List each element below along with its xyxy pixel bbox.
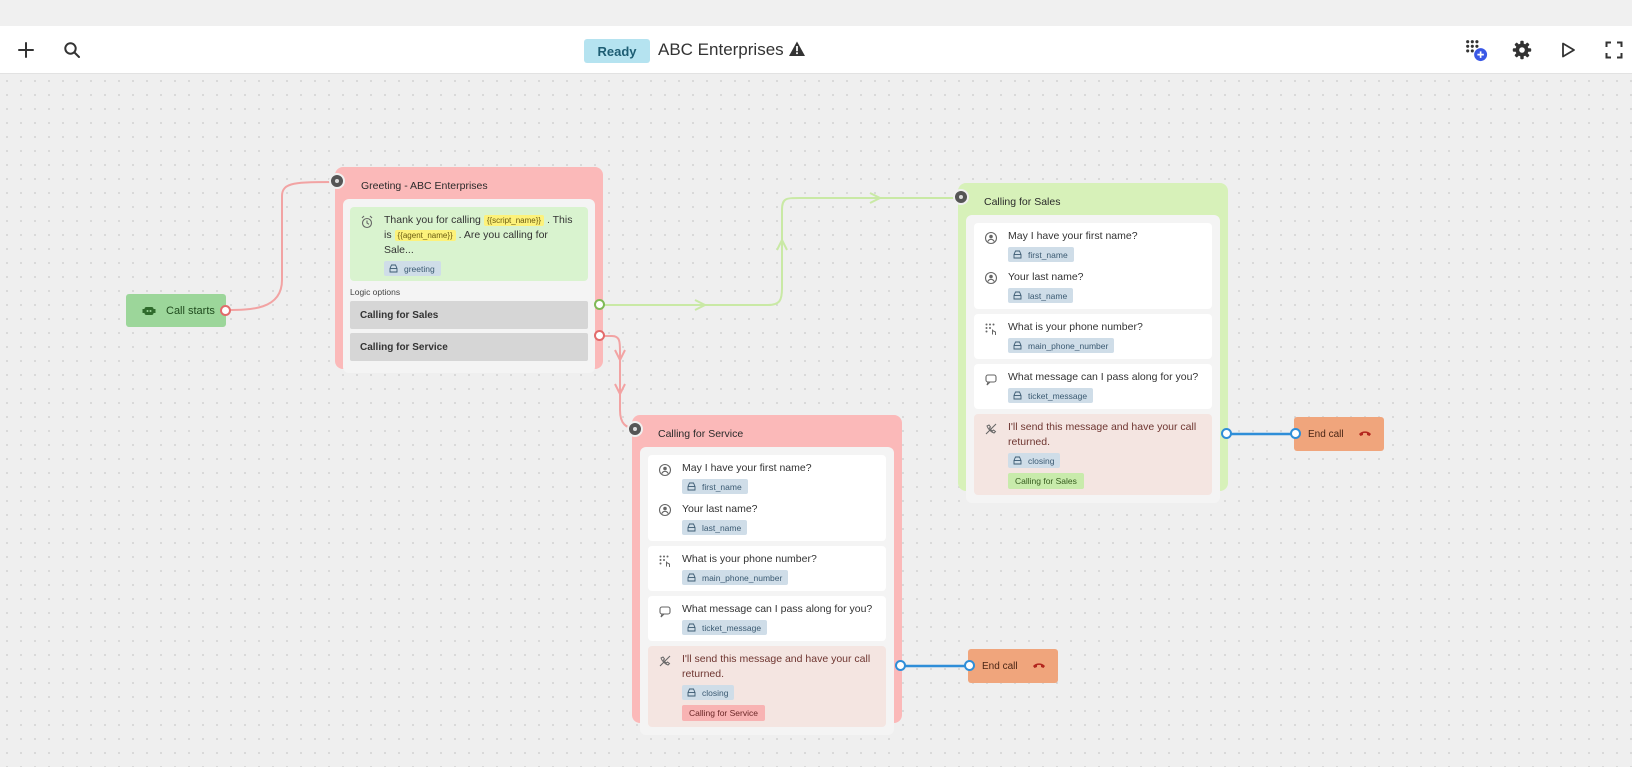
sales-input-handle[interactable]	[953, 189, 969, 205]
play-icon[interactable]	[1556, 38, 1580, 62]
service-first-name-tag[interactable]: first_name	[682, 479, 748, 494]
hangup-icon	[985, 423, 997, 435]
call-starts-node[interactable]: Call starts	[126, 294, 226, 327]
storage-icon	[687, 573, 696, 582]
storage-icon	[1013, 456, 1022, 465]
keypad-add-icon[interactable]	[1464, 38, 1488, 62]
sales-first-name-tag[interactable]: first_name	[1008, 247, 1074, 262]
hangup-phone-icon	[1032, 663, 1045, 668]
toolbar: Ready ABC Enterprises	[0, 26, 1632, 74]
service-message-question: What message can I pass along for you?	[682, 603, 873, 615]
service-closing-tag[interactable]: closing	[682, 685, 735, 700]
greeting-prompt-text: Thank you for calling {{script_name}} . …	[384, 214, 573, 256]
contact-icon	[984, 231, 998, 245]
greeting-tag[interactable]: greeting	[384, 261, 441, 276]
storage-icon	[389, 264, 398, 273]
sales-last-name-question: Your last name?	[1008, 271, 1084, 283]
logic-option-service[interactable]: Calling for Service	[350, 333, 588, 361]
end-call-sales-port[interactable]	[1290, 428, 1301, 439]
call-starts-port[interactable]	[220, 305, 231, 316]
storage-icon	[1013, 341, 1022, 350]
end-call-label: End call	[982, 660, 1018, 672]
robot-icon	[142, 306, 156, 315]
keypad-icon	[985, 323, 996, 335]
sales-closing-text: I'll send this message and have your cal…	[1008, 421, 1197, 448]
service-message-card[interactable]: What message can I pass along for you? t…	[648, 596, 886, 641]
storage-icon	[687, 523, 696, 532]
greeting-input-handle[interactable]	[329, 173, 345, 189]
hangup-phone-icon	[1358, 431, 1371, 436]
contact-icon	[658, 463, 672, 477]
calling-for-sales-node[interactable]: Calling for Sales May I have your first …	[958, 183, 1228, 503]
service-node-title: Calling for Service	[658, 428, 744, 440]
sales-name-card[interactable]: May I have your first name? first_name Y…	[974, 223, 1212, 309]
sales-option-port[interactable]	[594, 299, 605, 310]
sales-closing-card[interactable]: I'll send this message and have your cal…	[974, 414, 1212, 495]
alarm-icon	[361, 215, 373, 229]
sales-message-tag[interactable]: ticket_message	[1008, 388, 1094, 403]
search-icon[interactable]	[60, 38, 84, 62]
service-phone-card[interactable]: What is your phone number? main_phone_nu…	[648, 546, 886, 591]
service-last-name-tag[interactable]: last_name	[682, 520, 748, 535]
sales-output-port[interactable]	[1221, 428, 1232, 439]
contact-icon	[658, 503, 672, 517]
end-call-service-port[interactable]	[964, 660, 975, 671]
sales-node-title: Calling for Sales	[984, 196, 1061, 208]
end-call-label: End call	[1308, 428, 1344, 440]
service-last-name-question: Your last name?	[682, 503, 758, 515]
sales-message-card[interactable]: What message can I pass along for you? t…	[974, 364, 1212, 409]
storage-icon	[1013, 391, 1022, 400]
greeting-node-title: Greeting - ABC Enterprises	[361, 180, 488, 192]
service-phone-question: What is your phone number?	[682, 553, 817, 565]
script-name-variable: {{script_name}}	[483, 215, 545, 226]
service-closing-text: I'll send this message and have your cal…	[682, 653, 871, 680]
service-option-port[interactable]	[594, 330, 605, 341]
storage-icon	[687, 623, 696, 632]
sales-phone-question: What is your phone number?	[1008, 321, 1143, 333]
service-name-card[interactable]: May I have your first name? first_name Y…	[648, 455, 886, 541]
service-closing-card[interactable]: I'll send this message and have your cal…	[648, 646, 886, 727]
calling-for-service-node[interactable]: Calling for Service May I have your firs…	[632, 415, 902, 735]
sales-last-name-tag[interactable]: last_name	[1008, 288, 1074, 303]
service-message-tag[interactable]: ticket_message	[682, 620, 768, 635]
keypad-icon	[659, 555, 670, 567]
service-input-handle[interactable]	[627, 421, 643, 437]
hangup-icon	[659, 655, 671, 667]
end-call-node-service[interactable]: End call	[968, 649, 1058, 683]
service-output-port[interactable]	[895, 660, 906, 671]
end-call-node-sales[interactable]: End call	[1294, 417, 1384, 451]
storage-icon	[1013, 291, 1022, 300]
service-first-name-question: May I have your first name?	[682, 462, 812, 474]
message-icon	[985, 374, 997, 386]
sales-message-question: What message can I pass along for you?	[1008, 371, 1199, 383]
plus-icon[interactable]	[14, 38, 38, 62]
greeting-node[interactable]: Greeting - ABC Enterprises Thank you for…	[335, 167, 603, 373]
warning-icon[interactable]	[788, 40, 806, 58]
service-goto-tag[interactable]: Calling for Service	[682, 705, 765, 721]
greeting-prompt-card[interactable]: Thank you for calling {{script_name}} . …	[350, 207, 588, 281]
gear-icon[interactable]	[1510, 38, 1534, 62]
sales-phone-card[interactable]: What is your phone number? main_phone_nu…	[974, 314, 1212, 359]
sales-closing-tag[interactable]: closing	[1008, 453, 1061, 468]
storage-icon	[687, 482, 696, 491]
call-starts-label: Call starts	[166, 304, 215, 317]
sales-goto-tag[interactable]: Calling for Sales	[1008, 473, 1084, 489]
storage-icon	[687, 688, 696, 697]
message-icon	[659, 606, 671, 618]
service-phone-tag[interactable]: main_phone_number	[682, 570, 789, 585]
contact-icon	[984, 271, 998, 285]
app-title: ABC Enterprises	[658, 40, 784, 59]
agent-name-variable: {{agent_name}}	[394, 230, 456, 241]
sales-first-name-question: May I have your first name?	[1008, 230, 1138, 242]
logic-option-sales[interactable]: Calling for Sales	[350, 301, 588, 329]
status-badge: Ready	[584, 39, 650, 63]
top-strip	[0, 0, 1632, 26]
logic-options-label: Logic options	[350, 287, 401, 297]
sales-phone-tag[interactable]: main_phone_number	[1008, 338, 1115, 353]
storage-icon	[1013, 250, 1022, 259]
fullscreen-icon[interactable]	[1602, 38, 1626, 62]
